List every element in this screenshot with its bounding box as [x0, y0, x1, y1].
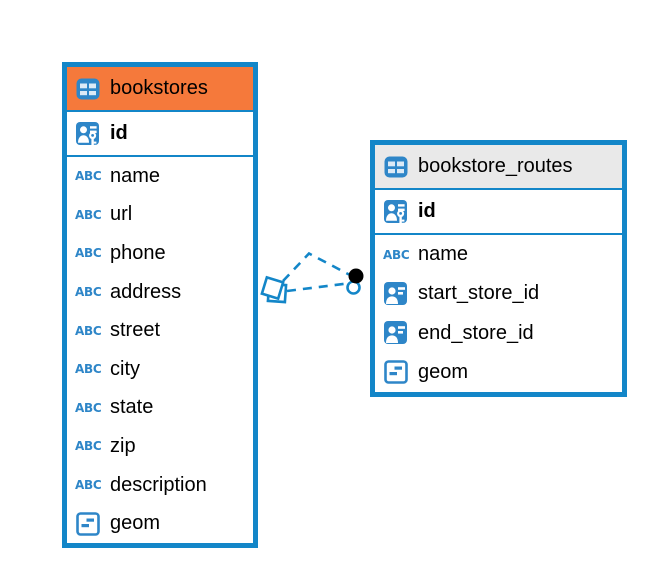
table-header-bookstores[interactable]: bookstores	[67, 67, 253, 110]
text-type-icon: ABC	[383, 247, 410, 262]
column-name: description	[110, 473, 207, 496]
table-title: bookstore_routes	[418, 155, 573, 177]
text-type-icon: ABC	[75, 323, 102, 338]
column-row[interactable]: ABC zip	[67, 427, 253, 466]
column-name: state	[110, 396, 154, 419]
primary-key-icon	[383, 199, 409, 225]
column-name: geom	[418, 360, 469, 383]
header-divider	[375, 188, 622, 190]
geometry-type-icon	[75, 511, 101, 537]
column-name: street	[110, 319, 161, 342]
column-name: zip	[110, 434, 136, 457]
table-title: bookstores	[110, 77, 208, 99]
column-name: phone	[110, 241, 166, 264]
table-icon	[75, 76, 101, 102]
table-bookstore-routes[interactable]: bookstore_routes id	[370, 140, 627, 397]
reference-type-icon	[383, 281, 409, 307]
relationship-line[interactable]	[286, 282, 348, 293]
table-icon	[383, 154, 409, 180]
column-name: address	[110, 280, 182, 303]
column-name: end_store_id	[418, 321, 534, 344]
column-row[interactable]: ABC state	[67, 388, 253, 428]
relation-diamond-marker[interactable]	[260, 275, 288, 304]
column-row-pk[interactable]: id	[375, 190, 622, 233]
column-name: start_store_id	[418, 282, 540, 305]
column-row[interactable]: ABC name	[67, 157, 253, 196]
column-row-pk[interactable]: id	[67, 112, 253, 155]
relation-dot-marker[interactable]	[346, 268, 364, 295]
column-name: geom	[110, 512, 161, 535]
text-type-icon: ABC	[75, 400, 102, 415]
pk-divider	[67, 155, 253, 157]
column-row[interactable]: geom	[67, 504, 253, 543]
text-type-icon: ABC	[75, 169, 102, 184]
column-name: id	[110, 122, 128, 144]
column-row[interactable]: start_store_id	[375, 274, 622, 314]
column-row[interactable]: ABC city	[67, 349, 253, 389]
column-name: name	[110, 164, 161, 187]
geometry-type-icon	[383, 359, 409, 385]
table-header-bookstore-routes[interactable]: bookstore_routes	[375, 145, 622, 188]
text-type-icon: ABC	[75, 362, 102, 377]
column-row[interactable]: ABC phone	[67, 234, 253, 273]
pk-divider	[375, 233, 622, 235]
primary-key-icon	[75, 121, 101, 147]
column-row[interactable]: geom	[375, 352, 622, 392]
column-row[interactable]: ABC address	[67, 272, 253, 312]
text-type-icon: ABC	[75, 439, 102, 454]
column-name: name	[418, 243, 469, 266]
column-row[interactable]: ABC street	[67, 311, 253, 350]
column-name: url	[110, 203, 133, 226]
column-name: id	[418, 200, 436, 222]
column-row[interactable]: ABC description	[67, 465, 253, 505]
relationship-line[interactable]	[282, 251, 350, 282]
column-row[interactable]: ABC name	[375, 235, 622, 275]
text-type-icon: ABC	[75, 207, 102, 222]
header-divider	[67, 110, 253, 112]
text-type-icon: ABC	[75, 246, 102, 261]
reference-type-icon	[383, 320, 409, 346]
column-row[interactable]: end_store_id	[375, 313, 622, 353]
text-type-icon: ABC	[75, 285, 102, 300]
table-bookstores[interactable]: bookstores id A	[62, 62, 258, 548]
text-type-icon: ABC	[75, 478, 102, 493]
column-name: city	[110, 357, 140, 380]
column-row[interactable]: ABC url	[67, 195, 253, 235]
